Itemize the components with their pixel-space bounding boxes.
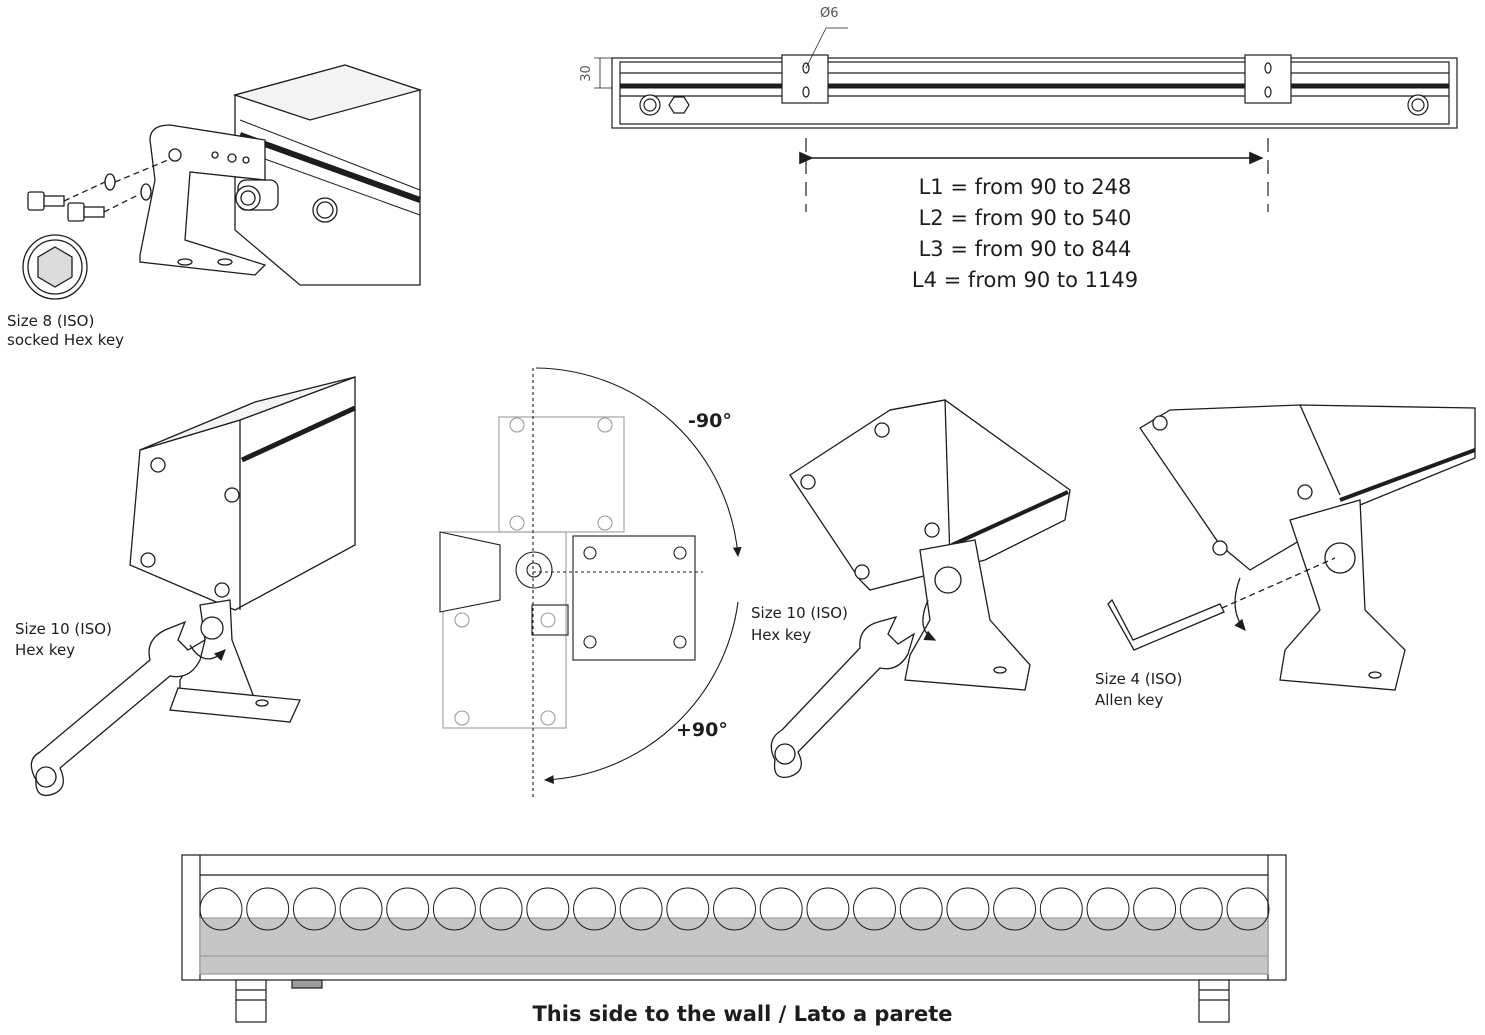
wrench-left-type-label: Hex key bbox=[15, 641, 76, 659]
led-lens bbox=[853, 887, 896, 931]
led-lens bbox=[713, 887, 756, 931]
led-lens bbox=[292, 887, 336, 931]
led-lens-row bbox=[199, 887, 1270, 931]
led-lens bbox=[666, 887, 710, 931]
led-lens bbox=[993, 887, 1037, 931]
front-view-glands bbox=[235, 979, 1230, 1023]
led-lens bbox=[759, 887, 803, 931]
led-lens bbox=[1179, 887, 1223, 931]
length-range-l3: L3 = from 90 to 844 bbox=[918, 237, 1132, 261]
led-lens bbox=[899, 887, 943, 931]
led-lens bbox=[432, 887, 476, 931]
led-lens bbox=[246, 887, 290, 931]
height-dimension-label: 30 bbox=[578, 65, 594, 82]
wall-side-caption: This side to the wall / Lato a parete bbox=[532, 1002, 953, 1026]
socket-key-size-label: Size 8 (ISO) bbox=[7, 312, 95, 330]
socket-key-type-label: socked Hex key bbox=[7, 331, 125, 349]
allen-key-size-label: Size 4 (ISO) bbox=[1095, 670, 1183, 688]
hole-diameter-label: Ø6 bbox=[820, 6, 839, 21]
led-lens bbox=[806, 887, 850, 931]
length-range-l1: L1 = from 90 to 248 bbox=[918, 175, 1132, 199]
led-lens bbox=[339, 887, 383, 931]
fixture-top-view bbox=[594, 27, 1458, 212]
wrench-left-size-label: Size 10 (ISO) bbox=[15, 620, 112, 638]
led-lens bbox=[619, 887, 663, 931]
led-lens bbox=[526, 887, 570, 931]
led-lens bbox=[1039, 887, 1083, 931]
allen-key-type-label: Allen key bbox=[1095, 691, 1164, 709]
wrench-adjust-view bbox=[30, 376, 357, 797]
led-lens bbox=[1133, 887, 1177, 931]
angle-minus-90-label: -90° bbox=[688, 410, 732, 432]
bracket-exploded-view bbox=[22, 64, 423, 300]
wrench-icon bbox=[30, 620, 207, 797]
led-lens bbox=[946, 887, 990, 931]
front-view-fixture bbox=[181, 854, 1287, 981]
led-lens bbox=[199, 887, 243, 931]
led-lens bbox=[386, 887, 430, 931]
led-lens bbox=[479, 887, 523, 931]
led-lens bbox=[1086, 887, 1130, 931]
angle-plus-90-label: +90° bbox=[676, 719, 728, 741]
length-range-l4: L4 = from 90 to 1149 bbox=[911, 268, 1139, 292]
length-range-l2: L2 = from 90 to 540 bbox=[918, 206, 1132, 230]
led-lens bbox=[573, 887, 616, 931]
led-lens bbox=[1226, 887, 1270, 931]
rotation-view bbox=[439, 367, 742, 798]
allen-key-icon bbox=[1107, 598, 1225, 651]
wrench-right-type-label: Hex key bbox=[751, 626, 812, 644]
wrench-right-size-label: Size 10 (ISO) bbox=[751, 604, 848, 622]
tilted-allen-view bbox=[1107, 404, 1476, 691]
tilted-wrench-view bbox=[770, 399, 1071, 779]
